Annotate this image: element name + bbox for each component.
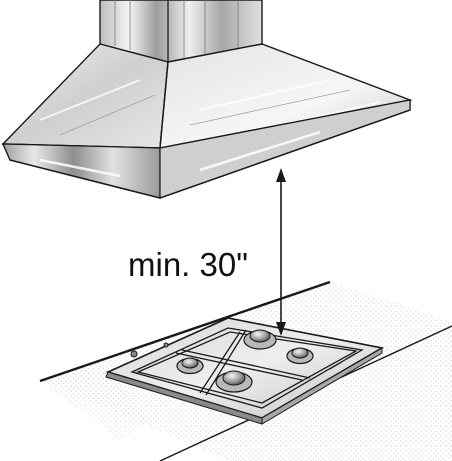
burner-front-large xyxy=(215,370,253,393)
burner-left xyxy=(176,357,204,375)
clearance-dimension: min. 30" xyxy=(128,168,286,336)
hood-canopy-left xyxy=(1,43,169,149)
clearance-label: min. 30" xyxy=(128,246,248,283)
burner-grates xyxy=(130,327,364,409)
range-hood xyxy=(1,0,413,199)
cooktop-controls xyxy=(130,342,357,370)
gas-cooktop xyxy=(105,317,385,425)
clearance-arrow-head-top xyxy=(276,168,286,182)
burner-rear-left xyxy=(243,329,277,350)
clearance-arrow-head-bottom xyxy=(276,322,286,336)
burner-right xyxy=(286,347,314,365)
